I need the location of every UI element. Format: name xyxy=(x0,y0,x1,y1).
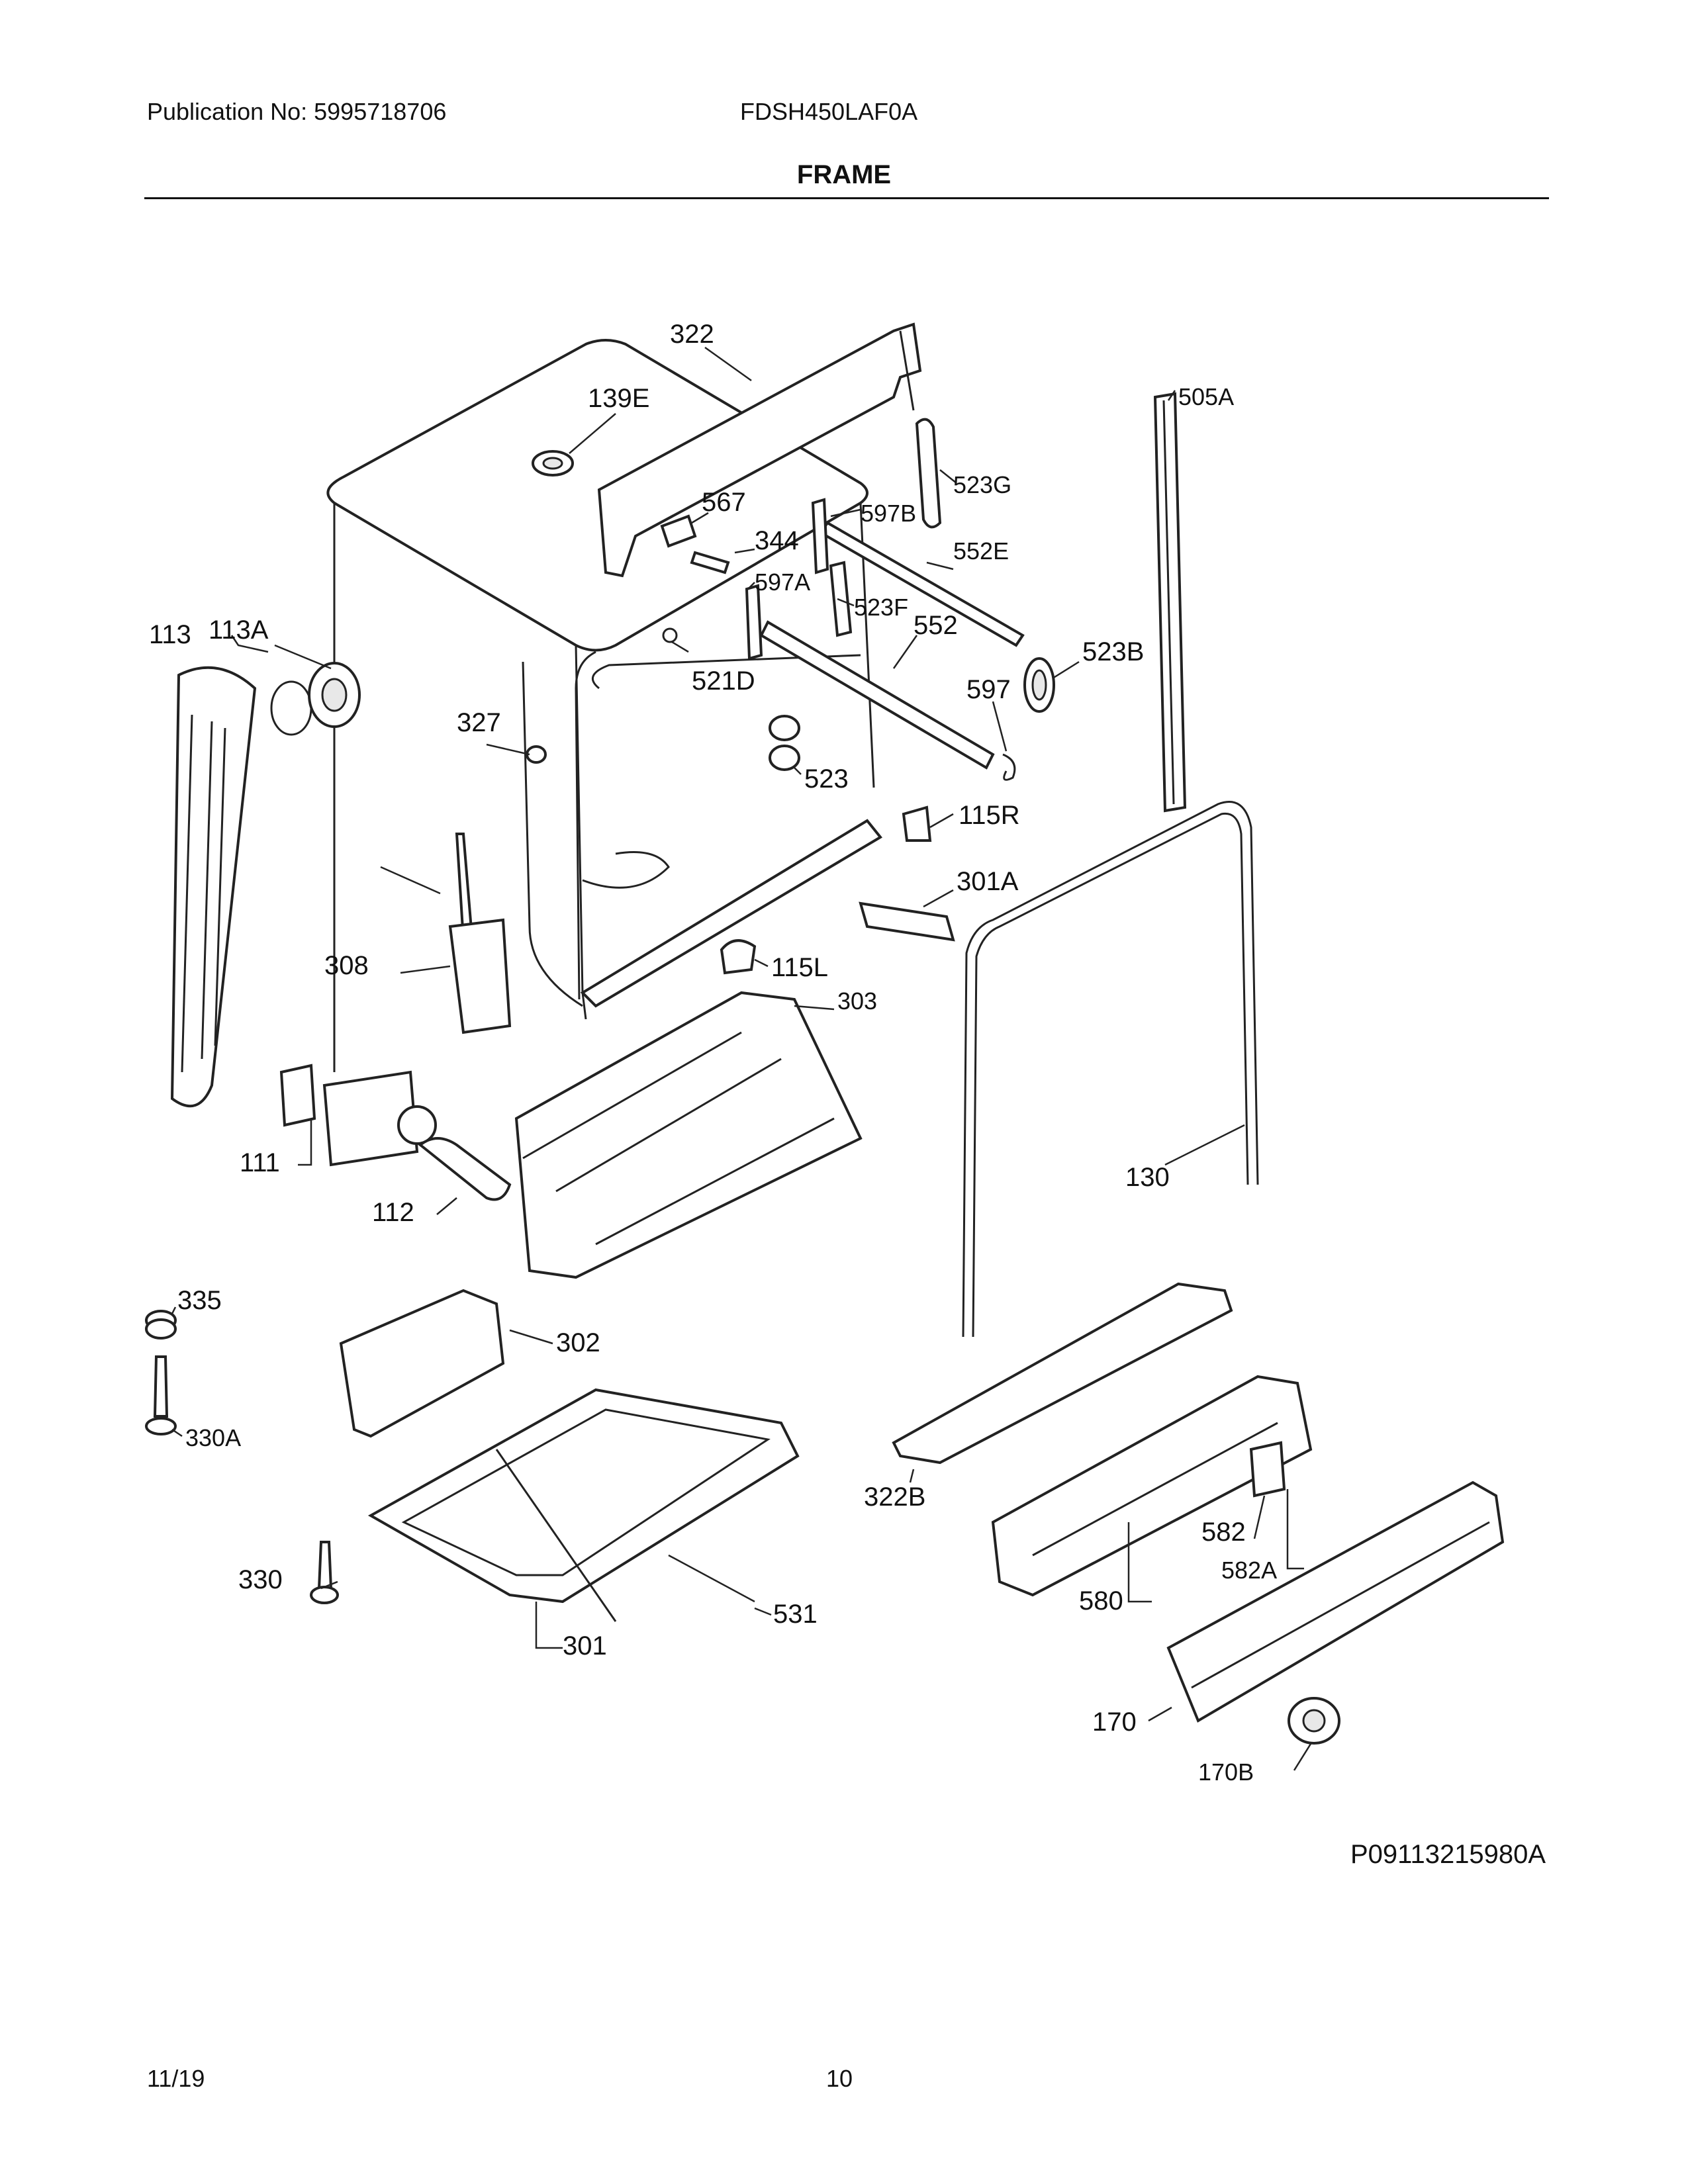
pump-part xyxy=(279,1064,437,1167)
top-bracket-part xyxy=(597,322,922,578)
screw-330-part xyxy=(310,1541,339,1604)
callout-552: 552 xyxy=(914,611,958,640)
callout-303: 303 xyxy=(837,987,877,1015)
bracket-right-part xyxy=(902,805,932,842)
leveling-screw-part xyxy=(145,1355,177,1435)
callout-567: 567 xyxy=(702,488,746,517)
front-rail-part xyxy=(892,1282,1233,1465)
callout-597B: 597B xyxy=(861,500,916,527)
clip-part xyxy=(660,514,697,548)
header-rule xyxy=(144,197,1549,199)
callout-170B: 170B xyxy=(1198,1758,1254,1786)
bracket-left-part xyxy=(720,939,757,975)
callout-308: 308 xyxy=(324,951,369,980)
callout-330A: 330A xyxy=(185,1424,241,1451)
slot-cover-part xyxy=(915,418,942,529)
callout-597A: 597A xyxy=(755,569,810,596)
vertical-strip-part xyxy=(1153,392,1187,813)
callout-582A: 582A xyxy=(1221,1557,1277,1584)
fan-ring-part xyxy=(270,662,361,736)
callout-322: 322 xyxy=(670,320,714,349)
callout-labels: 322 139E 505A 523G 567 597B 344 552E 597… xyxy=(149,320,1277,1786)
base-frame-part xyxy=(514,991,863,1279)
model-number: FDSH450LAF0A xyxy=(740,98,918,125)
door-gasket-inner-part xyxy=(972,812,1249,1338)
page-number: 10 xyxy=(826,2065,853,2092)
illustration-id: P09113215980A xyxy=(1350,1840,1546,1869)
callout-113A: 113A xyxy=(209,615,269,645)
callout-113: 113 xyxy=(149,620,191,649)
callout-344: 344 xyxy=(755,526,799,555)
lower-rail-part xyxy=(759,620,995,770)
callout-330: 330 xyxy=(238,1565,283,1594)
screw-327-part xyxy=(526,745,547,764)
buttons-part xyxy=(769,715,800,771)
callout-523F: 523F xyxy=(854,594,908,621)
rail-end-a-part xyxy=(745,584,763,660)
support-301A-part xyxy=(859,901,955,942)
callout-139E: 139E xyxy=(588,384,649,413)
base-pan-part xyxy=(367,1388,800,1622)
rail-end-b-part xyxy=(811,498,829,574)
publication-date: 11/19 xyxy=(147,2065,205,2092)
callout-301: 301 xyxy=(563,1631,607,1661)
vent-part xyxy=(532,450,574,477)
leader-lines xyxy=(171,346,1312,1771)
callout-523G: 523G xyxy=(953,471,1011,498)
small-clip-part xyxy=(690,551,730,574)
callout-335: 335 xyxy=(177,1286,222,1315)
callout-301A: 301A xyxy=(957,867,1019,896)
plug-part xyxy=(662,627,678,643)
callout-112: 112 xyxy=(372,1198,414,1227)
page-title: FRAME xyxy=(796,160,892,189)
callout-523: 523 xyxy=(804,764,849,794)
callout-115L: 115L xyxy=(771,953,828,982)
callout-322B: 322B xyxy=(864,1482,925,1512)
clip-597-part xyxy=(1002,753,1016,781)
hose-part xyxy=(418,1137,512,1201)
publication-number: Publication No: 5995718706 xyxy=(147,98,447,125)
nut-part xyxy=(145,1310,177,1340)
panel-302-part xyxy=(339,1289,505,1438)
callout-130: 130 xyxy=(1125,1163,1170,1192)
door-gasket-part xyxy=(962,801,1259,1338)
control-panel-part xyxy=(1166,1480,1505,1723)
callout-521D: 521D xyxy=(692,666,755,696)
callout-531: 531 xyxy=(773,1600,818,1629)
callout-582: 582 xyxy=(1201,1518,1246,1547)
hinge-rod-part xyxy=(380,866,441,895)
callout-302: 302 xyxy=(556,1328,600,1357)
control-housing-part xyxy=(991,1375,1313,1597)
callout-170: 170 xyxy=(1092,1707,1137,1737)
callout-580: 580 xyxy=(1079,1586,1123,1615)
callout-523B: 523B xyxy=(1082,637,1144,666)
callout-505A: 505A xyxy=(1178,383,1234,410)
side-duct-part xyxy=(170,666,257,1108)
callout-111: 111 xyxy=(240,1148,280,1177)
grommet-part xyxy=(1023,657,1055,713)
switch-582-part xyxy=(1249,1441,1286,1498)
handle-170B-part xyxy=(1288,1697,1340,1745)
hinge-part xyxy=(448,833,512,1034)
bracket-f-part xyxy=(829,561,853,637)
callout-597: 597 xyxy=(966,675,1011,704)
callout-115R: 115R xyxy=(959,801,1020,830)
callout-327: 327 xyxy=(457,708,501,737)
rod-531-part xyxy=(668,1554,755,1603)
callout-552E: 552E xyxy=(953,537,1009,565)
